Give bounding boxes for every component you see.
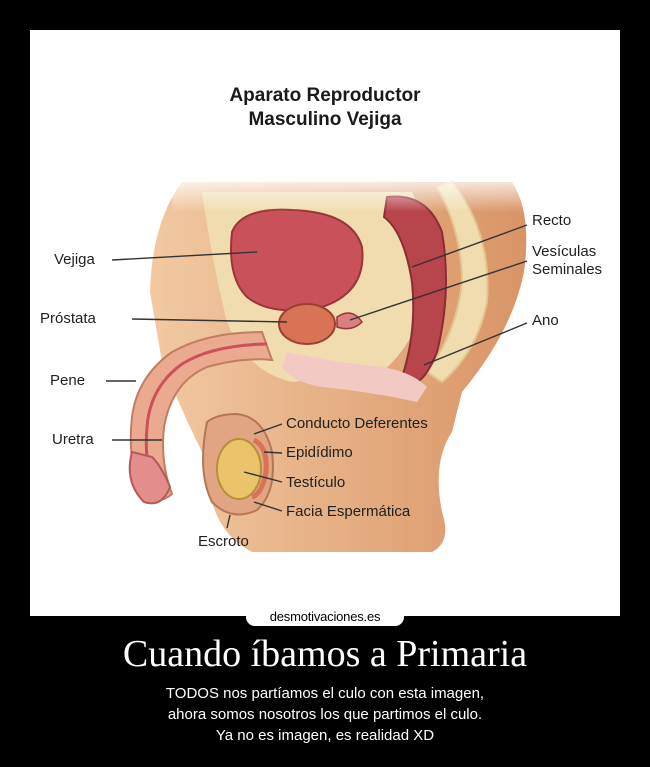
perineum bbox=[282, 352, 427, 402]
label-vesiculas-2: Seminales bbox=[532, 261, 603, 278]
poster-frame: Aparato Reproductor Masculino Vejiga Vej… bbox=[30, 30, 620, 616]
top-fade bbox=[172, 172, 532, 212]
caption-line-1: TODOS nos partíamos el culo con esta ima… bbox=[165, 685, 485, 702]
label-testiculo: Testículo bbox=[286, 474, 346, 491]
glans bbox=[128, 450, 172, 505]
caption-title: Cuando íbamos a Primaria bbox=[122, 633, 528, 675]
diagram-title-line1: Aparato Reproductor bbox=[229, 85, 421, 106]
watermark: desmotivaciones.es bbox=[246, 608, 404, 626]
label-ano: Ano bbox=[532, 312, 559, 329]
seminal-vesicles bbox=[336, 312, 363, 330]
label-uretra: Uretra bbox=[52, 431, 94, 448]
bladder bbox=[230, 208, 364, 312]
epididymis bbox=[251, 437, 269, 500]
anatomy-illustration bbox=[106, 172, 532, 552]
testicle bbox=[216, 438, 262, 500]
label-vesiculas-1: Vesículas bbox=[532, 243, 597, 260]
diagram-title: Aparato Reproductor Masculino Vejiga bbox=[32, 84, 618, 132]
label-escroto: Escroto bbox=[198, 533, 249, 550]
label-pene: Pene bbox=[50, 372, 86, 389]
sacrum bbox=[425, 180, 489, 384]
prostate bbox=[278, 303, 336, 345]
leader-lines bbox=[106, 224, 528, 529]
caption-body: TODOS nos partíamos el culo con esta ima… bbox=[0, 683, 650, 746]
label-recto: Recto bbox=[532, 212, 572, 229]
label-conducto-deferentes: Conducto Deferentes bbox=[286, 415, 428, 432]
diagram-title-line2: Masculino Vejiga bbox=[248, 109, 402, 130]
label-prostata: Próstata bbox=[40, 310, 96, 327]
label-vejiga: Vejiga bbox=[54, 251, 95, 268]
caption-line-2: ahora somos nosotros los que partimos el… bbox=[167, 706, 483, 723]
caption-line-3: Ya no es imagen, es realidad XD bbox=[215, 727, 435, 744]
label-epididimo: Epidídimo bbox=[286, 444, 353, 461]
rectum bbox=[382, 195, 447, 384]
label-facia-espermatica: Facia Espermática bbox=[286, 503, 411, 520]
